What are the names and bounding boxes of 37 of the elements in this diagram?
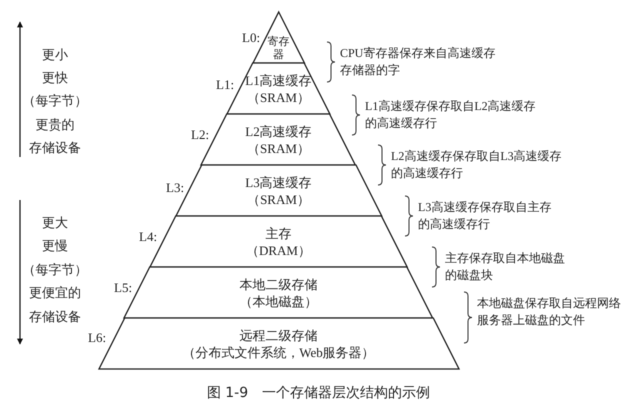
figure-caption: 图 1-9 一个存储器层次结构的示例	[206, 384, 432, 402]
level-text: 主存	[265, 224, 292, 242]
level-text: 寄存器	[266, 36, 290, 62]
level-label: L2:	[191, 127, 210, 143]
level-label: L0:	[242, 30, 260, 46]
level-text: （分布式文件系统，Web服务器）	[182, 344, 375, 360]
level-text: （SRAM）	[247, 140, 310, 156]
side-label: 更慢	[41, 237, 69, 255]
level-label: L5:	[114, 280, 132, 296]
level-note: L3高速缓存保存取自主存的高速缓存行	[418, 199, 552, 233]
level-text: 本地二级存储	[239, 276, 318, 292]
level-text: L1高速缓存	[245, 72, 312, 88]
side-label: 更快	[41, 69, 69, 87]
level-note: L2高速缓存保存取自L3高速缓存的高速缓存行	[391, 148, 563, 182]
level-text: （本地磁盘）	[239, 292, 318, 310]
level-text: L3高速缓存	[245, 174, 312, 190]
level-text: （DRAM）	[246, 242, 311, 258]
side-label: 更贵的	[34, 116, 76, 134]
level-note: L1高速缓存保存取自L2高速缓存的高速缓存行	[365, 98, 537, 132]
level-note: 主存保存取自本地磁盘的磁盘块	[445, 250, 566, 284]
level-text: （SRAM）	[247, 88, 310, 106]
side-label: 更便宜的	[28, 284, 82, 302]
level-label: L6:	[88, 330, 106, 346]
level-note: CPU寄存器保存来自高速缓存存储器的字	[340, 45, 496, 79]
side-label: 存储设备	[28, 139, 82, 157]
level-text: （SRAM）	[247, 190, 310, 208]
level-note: 本地磁盘保存取自远程网络服务器上磁盘的文件	[477, 295, 622, 329]
level-label: L1:	[216, 77, 234, 93]
side-label: （每字节）	[22, 261, 88, 279]
level-label: L3:	[166, 180, 184, 196]
side-label: 更大	[41, 214, 69, 232]
side-label: 更小	[41, 46, 69, 64]
level-text: 远程二级存储	[240, 326, 318, 344]
level-text: L2高速缓存	[245, 122, 312, 140]
side-label: 存储设备	[28, 308, 82, 326]
side-label: （每字节）	[22, 92, 88, 110]
level-label: L4:	[139, 229, 158, 245]
